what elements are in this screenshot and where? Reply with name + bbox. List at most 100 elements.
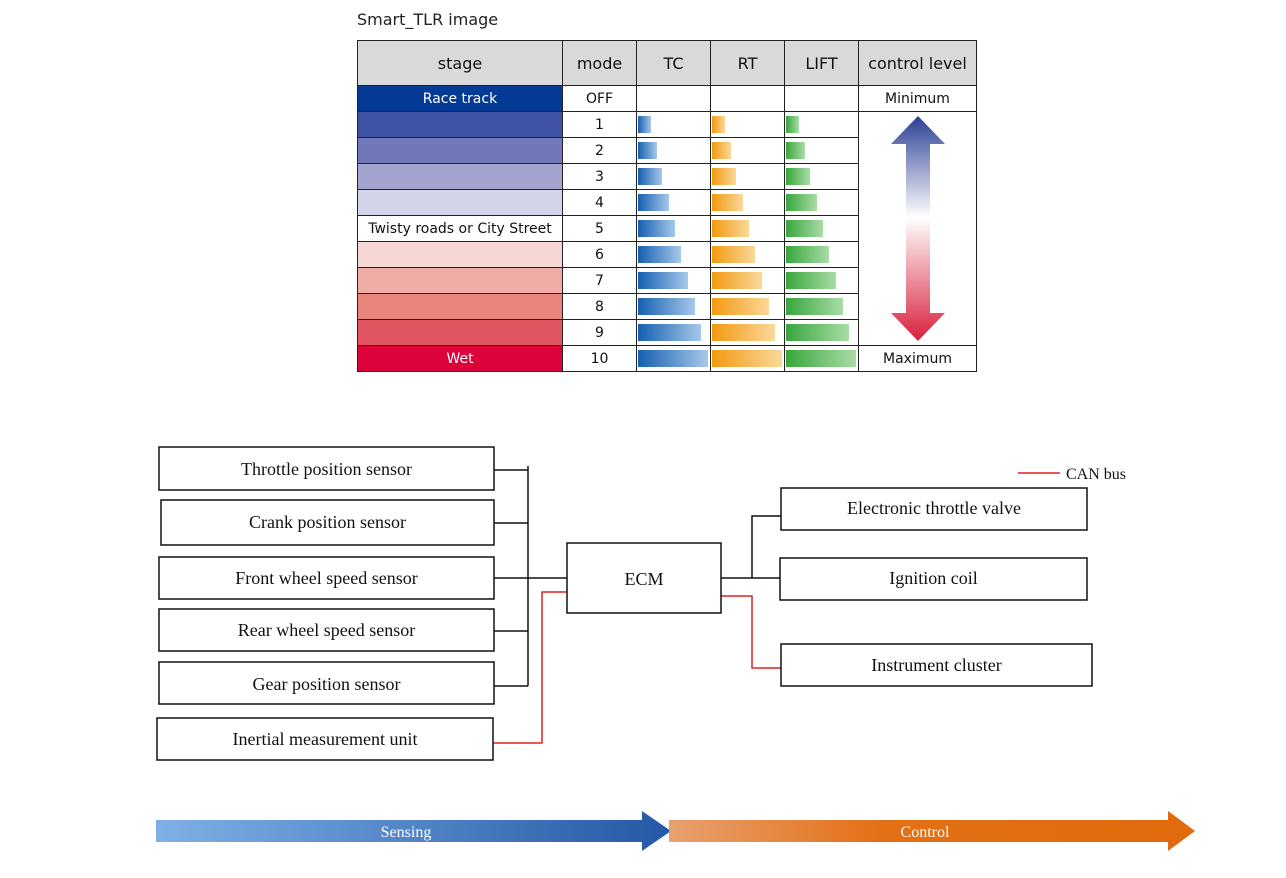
lift-bar [786,246,829,263]
tc-cell [636,137,711,164]
tc-bar [638,116,651,133]
sensor-bus-lines [494,466,781,687]
rt-cell [710,85,785,112]
sensor-box-throttle: Throttle position sensor [158,446,495,491]
can-bus-lines [493,472,1060,744]
tc-bar [638,324,701,341]
stage-cell: Race track [357,85,563,112]
rt-bar [712,246,755,263]
can-bus-legend: CAN bus [1066,466,1126,483]
rt-cell [710,345,785,372]
sensor-label-crank: Crank position sensor [249,512,406,532]
stage-cell: Twisty roads or City Street [357,215,563,242]
output-box-ignition-coil: Ignition coil [779,557,1088,601]
stage-cell [357,293,563,320]
tc-bar [638,142,657,159]
stage-cell [357,319,563,346]
table-row: 6 [357,241,977,268]
lift-bar [786,272,836,289]
lift-bar [786,116,799,133]
tc-bar [638,220,675,237]
mode-cell: 7 [562,267,637,294]
tc-cell [636,111,711,138]
table-caption: Smart_TLR image [357,10,499,29]
lift-bar [786,220,823,237]
lift-bar [786,298,843,315]
tc-bar [638,350,708,367]
lift-bar [786,142,805,159]
lift-bar [786,350,856,367]
mode-cell: 9 [562,319,637,346]
stage-cell [357,137,563,164]
stage-cell [357,163,563,190]
lift-cell [784,111,859,138]
tc-cell [636,189,711,216]
rt-bar [712,272,762,289]
ecm-label: ECM [624,569,663,589]
header-mode: mode [562,40,637,86]
stage-cell [357,189,563,216]
tc-bar [638,246,681,263]
sensor-box-crank: Crank position sensor [160,499,495,546]
lift-cell [784,293,859,320]
rt-bar [712,142,731,159]
control-label: Control [901,824,950,841]
sensor-label-gear-position: Gear position sensor [253,674,401,694]
tc-cell [636,215,711,242]
table-row: 4 [357,189,977,216]
smart-tlr-table: stage mode TC RT LIFT control level Race… [357,40,977,372]
sensing-label: Sensing [381,824,432,841]
rt-cell [710,241,785,268]
tc-cell [636,267,711,294]
output-label-instrument-cluster: Instrument cluster [871,655,1001,675]
stage-cell: Wet [357,345,563,372]
sensor-box-gear-position: Gear position sensor [158,661,495,705]
header-lift: LIFT [784,40,859,86]
sensor-label-imu: Inertial measurement unit [233,729,418,749]
sensing-arrow: Sensing [156,811,671,851]
lift-cell [784,319,859,346]
table-row: 9 [357,319,977,346]
tc-bar [638,298,695,315]
rt-bar [712,194,743,211]
table-row: 1 [357,111,977,138]
stage-cell [357,241,563,268]
sensor-box-imu: Inertial measurement unit [156,717,494,761]
lift-bar [786,324,849,341]
tc-bar [638,194,669,211]
stage-cell [357,267,563,294]
rt-cell [710,215,785,242]
lift-bar [786,168,810,185]
rt-bar [712,168,736,185]
output-label-ignition-coil: Ignition coil [889,568,978,588]
rt-bar [712,324,775,341]
lift-cell [784,241,859,268]
tc-cell [636,163,711,190]
output-box-throttle-valve: Electronic throttle valve [780,487,1088,531]
lift-cell [784,345,859,372]
output-label-throttle-valve: Electronic throttle valve [847,498,1021,518]
header-rt: RT [710,40,785,86]
tc-cell [636,345,711,372]
rt-bar [712,116,725,133]
rt-bar [712,220,749,237]
control-level-minimum: Minimum [858,85,977,112]
mode-cell: 6 [562,241,637,268]
rt-cell [710,189,785,216]
lift-cell [784,215,859,242]
control-level-maximum: Maximum [858,345,977,372]
rt-bar [712,298,769,315]
tc-cell [636,293,711,320]
lift-cell [784,163,859,190]
ecm-box: ECM [566,542,722,614]
table-header-row: stage mode TC RT LIFT control level [357,40,977,86]
lift-bar [786,194,817,211]
sensor-box-front-wheel: Front wheel speed sensor [158,556,495,600]
sensor-label-rear-wheel: Rear wheel speed sensor [238,620,415,640]
sensor-label-front-wheel: Front wheel speed sensor [235,568,417,588]
tc-bar [638,168,662,185]
